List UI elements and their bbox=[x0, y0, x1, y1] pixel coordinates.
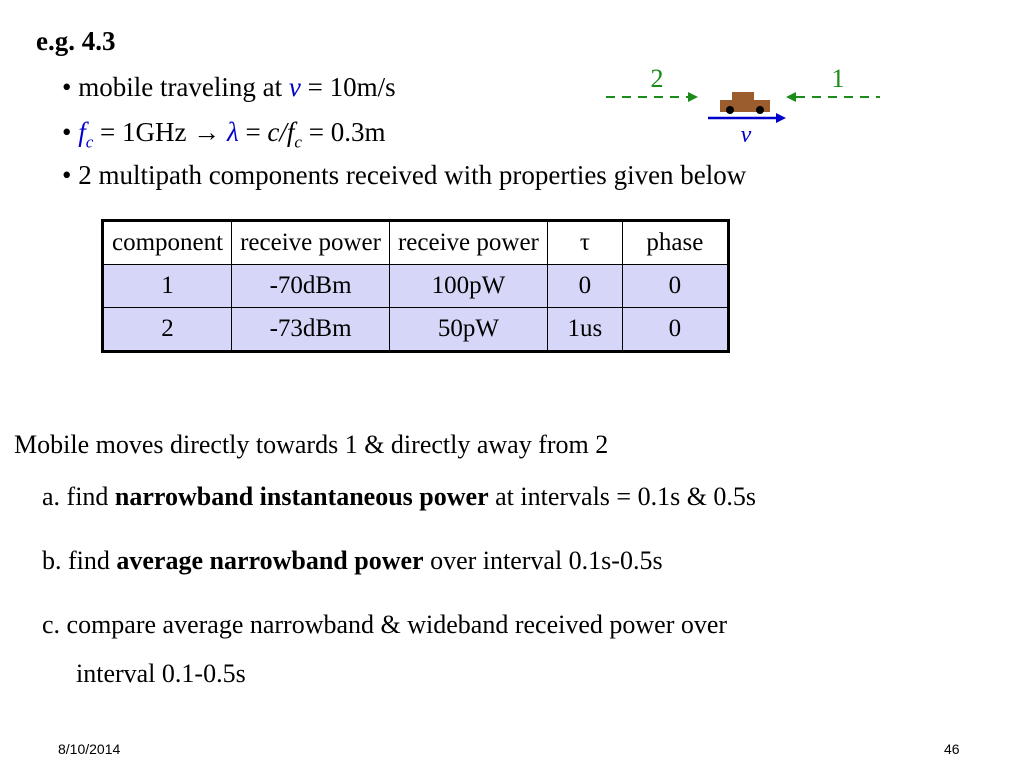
question-a-suffix: at intervals = 0.1s & 0.5s bbox=[488, 482, 757, 511]
source-1-label: 1 bbox=[832, 64, 845, 93]
question-c-line2: interval 0.1-0.5s bbox=[76, 659, 246, 688]
multipath-properties-table: component receive power receive power τ … bbox=[101, 219, 730, 353]
question-a-emphasis: narrowband instantaneous power bbox=[114, 482, 489, 511]
bullet-frequency: • fc = 1GHz → λ = c/fc = 0.3m bbox=[62, 117, 385, 152]
question-intro: Mobile moves directly towards 1 & direct… bbox=[14, 430, 609, 459]
question-b-emphasis: average narrowband power bbox=[116, 546, 424, 575]
page-number: 46 bbox=[944, 741, 960, 757]
bullet-multipath: • 2 multipath components received with p… bbox=[62, 160, 746, 191]
wavelength-value: = 0.3m bbox=[301, 117, 386, 147]
bullet-text: 2 multipath components received with pro… bbox=[78, 160, 747, 190]
table-cell: 2 bbox=[101, 307, 233, 352]
table-cell: 0 bbox=[621, 264, 729, 308]
frequency-variable: f bbox=[78, 117, 86, 147]
wavelength-expression: c/f bbox=[267, 117, 295, 147]
bullet-marker: • bbox=[62, 72, 72, 102]
question-a: a. find narrowband instantaneous power a… bbox=[42, 482, 756, 512]
car-icon bbox=[720, 92, 770, 114]
arrow-from-2-icon bbox=[606, 92, 698, 102]
table-cell: 100pW bbox=[388, 264, 548, 308]
lambda-symbol: λ bbox=[226, 117, 239, 147]
table-header-row: component receive power receive power τ … bbox=[101, 220, 729, 265]
header-cell: τ bbox=[546, 220, 623, 265]
table-cell: 0 bbox=[621, 307, 729, 352]
frequency-subscript: c bbox=[85, 132, 94, 152]
table-cell: -70dBm bbox=[231, 264, 390, 308]
table-cell: 0 bbox=[546, 264, 623, 308]
frequency-value: = 1GHz bbox=[93, 117, 194, 147]
header-cell: receive power bbox=[231, 220, 390, 265]
question-a-prefix: a. find bbox=[42, 482, 115, 511]
arrow-from-1-icon bbox=[786, 92, 880, 102]
header-cell: receive power bbox=[388, 220, 548, 265]
bullet-marker: • bbox=[62, 117, 72, 147]
header-cell: component bbox=[101, 220, 233, 265]
bullet-marker: • bbox=[62, 160, 72, 190]
wavelength-subscript: c bbox=[294, 132, 302, 152]
footer-date: 8/10/2014 bbox=[58, 741, 121, 757]
multipath-diagram: 2 1 v bbox=[606, 64, 880, 148]
header-cell: phase bbox=[621, 220, 729, 265]
question-c-line1: c. compare average narrowband & wideband… bbox=[42, 610, 728, 639]
equals: = bbox=[238, 117, 268, 147]
question-b-suffix: over interval 0.1s-0.5s bbox=[423, 546, 663, 575]
bullet-velocity: • mobile traveling at v = 10m/s bbox=[62, 72, 396, 103]
velocity-variable: v bbox=[288, 72, 301, 102]
arrow-icon: → bbox=[193, 117, 221, 147]
table-cell: 50pW bbox=[388, 307, 548, 352]
velocity-arrow-icon bbox=[708, 113, 786, 123]
question-b: b. find average narrowband power over in… bbox=[42, 546, 663, 576]
table-cell: 1us bbox=[546, 307, 623, 352]
slide-title: e.g. 4.3 bbox=[36, 26, 116, 56]
velocity-value: = 10m/s bbox=[300, 72, 396, 102]
table-cell: -73dBm bbox=[231, 307, 390, 352]
velocity-label: v bbox=[741, 122, 752, 148]
question-b-prefix: b. find bbox=[42, 546, 117, 575]
table-row: 1 -70dBm 100pW 0 0 bbox=[101, 264, 729, 308]
table-row: 2 -73dBm 50pW 1us 0 bbox=[101, 307, 729, 352]
source-2-label: 2 bbox=[651, 64, 664, 93]
table-cell: 1 bbox=[101, 264, 233, 308]
bullet-text: mobile traveling at bbox=[78, 72, 289, 102]
